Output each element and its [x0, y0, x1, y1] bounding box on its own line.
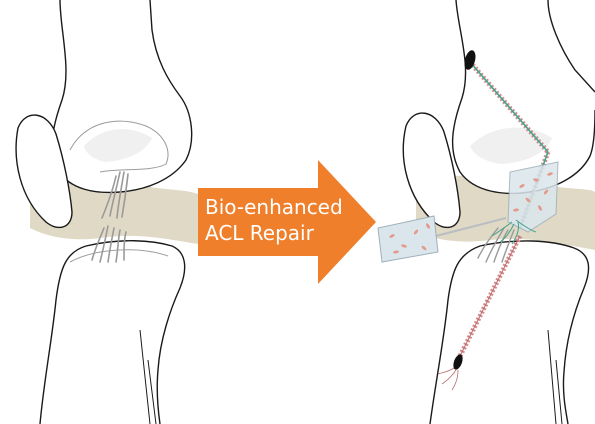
right-tibia: [430, 241, 589, 424]
arrow-label-line1: Bio-enhanced: [205, 195, 343, 219]
right-femur: [453, 0, 595, 193]
right-arrow-icon: Bio-enhanced ACL Repair: [198, 160, 376, 284]
arrow-label-line2: ACL Repair: [205, 221, 315, 245]
left-knee: [16, 0, 205, 424]
left-tibia: [40, 241, 185, 424]
right-knee: [378, 0, 595, 424]
left-femur: [52, 0, 191, 192]
right-patella: [403, 113, 460, 227]
